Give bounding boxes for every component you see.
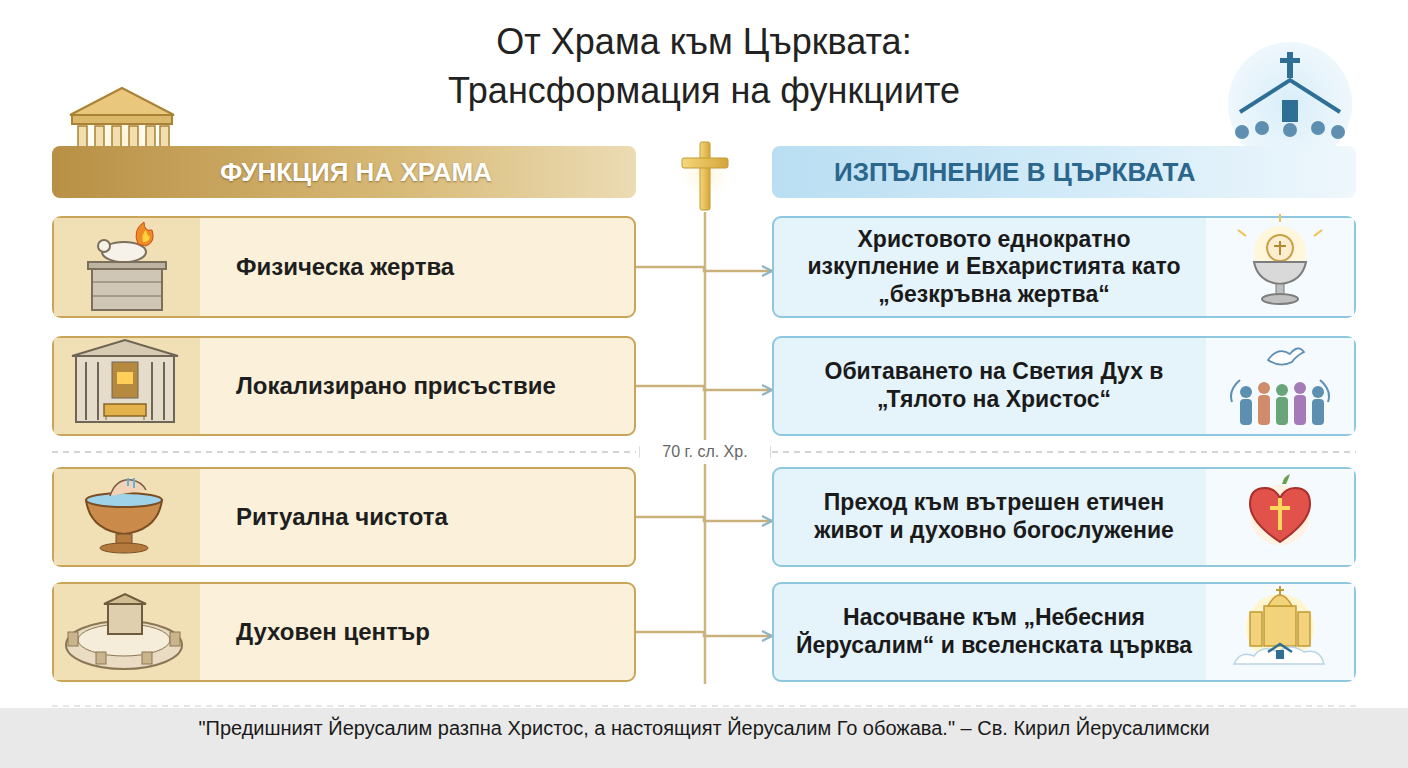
temple-function-box: Локализирано присъствие xyxy=(52,336,636,436)
column-header: ИЗПЪЛНЕНИЕ В ЦЪРКВАТА xyxy=(772,146,1356,198)
church-fulfillment-box: Обитаването на Светия Дух в „Тялото на Х… xyxy=(772,336,1356,436)
node-text: Обитаването на Светия Дух в „Тялото на Х… xyxy=(790,358,1198,413)
temple-interior-icon xyxy=(72,340,178,422)
node-text: ИЗПЪЛНЕНИЕ В ЦЪРКВАТА xyxy=(834,157,1356,188)
node-text: ФУНКЦИЯ НА ХРАМА xyxy=(220,157,636,188)
era-line xyxy=(772,451,1356,453)
connector-arrow xyxy=(636,632,772,636)
basin-icon xyxy=(86,478,162,553)
diagram-title: От Храма към Църквата: Трансформация на … xyxy=(404,18,1004,115)
church-fulfillment-box: Преход към вътрешен етичен живот и духов… xyxy=(772,467,1356,567)
caption-band xyxy=(0,708,1408,768)
node-text: Ритуална чистота xyxy=(236,503,620,532)
caption-rule xyxy=(52,706,1356,707)
cross-symbol xyxy=(675,142,735,210)
node-text: Физическа жертва xyxy=(236,253,620,282)
church-fulfillment-box: Христовото еднократно изкупление и Евхар… xyxy=(772,216,1356,318)
altar-icon xyxy=(88,222,166,310)
column-header: ФУНКЦИЯ НА ХРАМА xyxy=(52,146,636,198)
heavenly-city-icon xyxy=(1234,586,1324,664)
connector-arrow xyxy=(636,386,772,390)
node-text: Духовен център xyxy=(236,618,620,647)
era-label: 70 г. сл. Хр. xyxy=(640,440,770,464)
temple-function-box: Ритуална чистота xyxy=(52,467,636,567)
heart-cross-icon xyxy=(1250,474,1310,545)
city-icon xyxy=(66,594,182,669)
quote-caption: "Предишният Йерусалим разпна Христос, а … xyxy=(10,714,1398,742)
icon-panels xyxy=(54,218,1354,680)
chalice-icon xyxy=(1238,214,1322,304)
node-text: Локализирано присъствие xyxy=(236,372,620,401)
node-text: Преход към вътрешен етичен живот и духов… xyxy=(790,489,1198,544)
temple-function-box: Духовен център xyxy=(52,582,636,682)
church-fulfillment-box: Насочване към „Небесния Йерусалим“ и все… xyxy=(772,582,1356,682)
node-text: Насочване към „Небесния Йерусалим“ и все… xyxy=(790,604,1198,659)
connector-arrow xyxy=(636,517,772,521)
era-line xyxy=(52,451,636,453)
dove-community-icon xyxy=(1231,348,1329,425)
connector-arrow xyxy=(636,267,772,271)
temple-function-box: Физическа жертва xyxy=(52,216,636,318)
node-text: Христовото еднократно изкупление и Евхар… xyxy=(790,226,1198,309)
